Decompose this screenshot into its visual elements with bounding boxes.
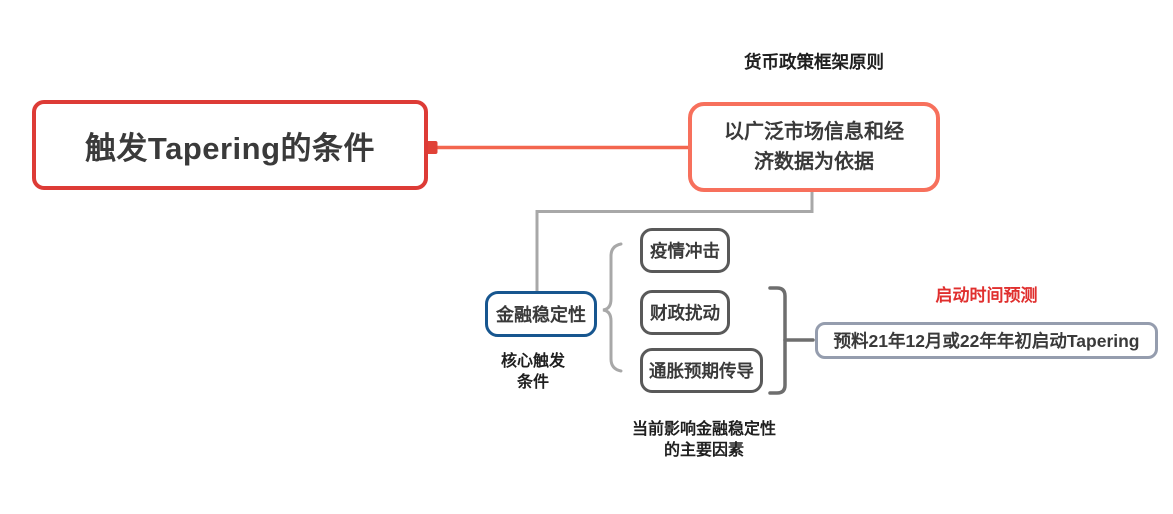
factors-caption-line2: 的主要因素	[663, 442, 744, 459]
stability-caption-line2: 条件	[516, 374, 549, 391]
prediction-floating-label[interactable]: 启动时间预测	[935, 286, 1038, 305]
framework-topic[interactable]: 以广泛市场信息和经济数据为依据	[688, 102, 940, 192]
summary-bracket	[768, 286, 787, 395]
framework-topic-text: 以广泛市场信息和经济数据为依据	[724, 121, 904, 173]
prediction-topic[interactable]: 预料21年12月或22年年初启动Tapering	[815, 322, 1158, 359]
factor-topic-pandemic-shock[interactable]: 疫情冲击	[640, 228, 730, 273]
factors-caption[interactable]: 当前影响金融稳定性 的主要因素	[614, 419, 794, 461]
stability-topic[interactable]: 金融稳定性	[485, 291, 597, 337]
factor-topic-fiscal-disturbance[interactable]: 财政扰动	[640, 290, 730, 335]
stability-caption-line1: 核心触发	[500, 353, 565, 370]
framework-floating-label[interactable]: 货币政策框架原则	[744, 52, 884, 72]
root-topic[interactable]: 触发Tapering的条件	[32, 100, 428, 190]
factors-curly-brace	[602, 242, 623, 373]
stability-caption[interactable]: 核心触发 条件	[477, 351, 589, 393]
factor-topic-inflation-expectation[interactable]: 通胀预期传导	[640, 348, 763, 393]
factors-caption-line1: 当前影响金融稳定性	[631, 421, 776, 438]
